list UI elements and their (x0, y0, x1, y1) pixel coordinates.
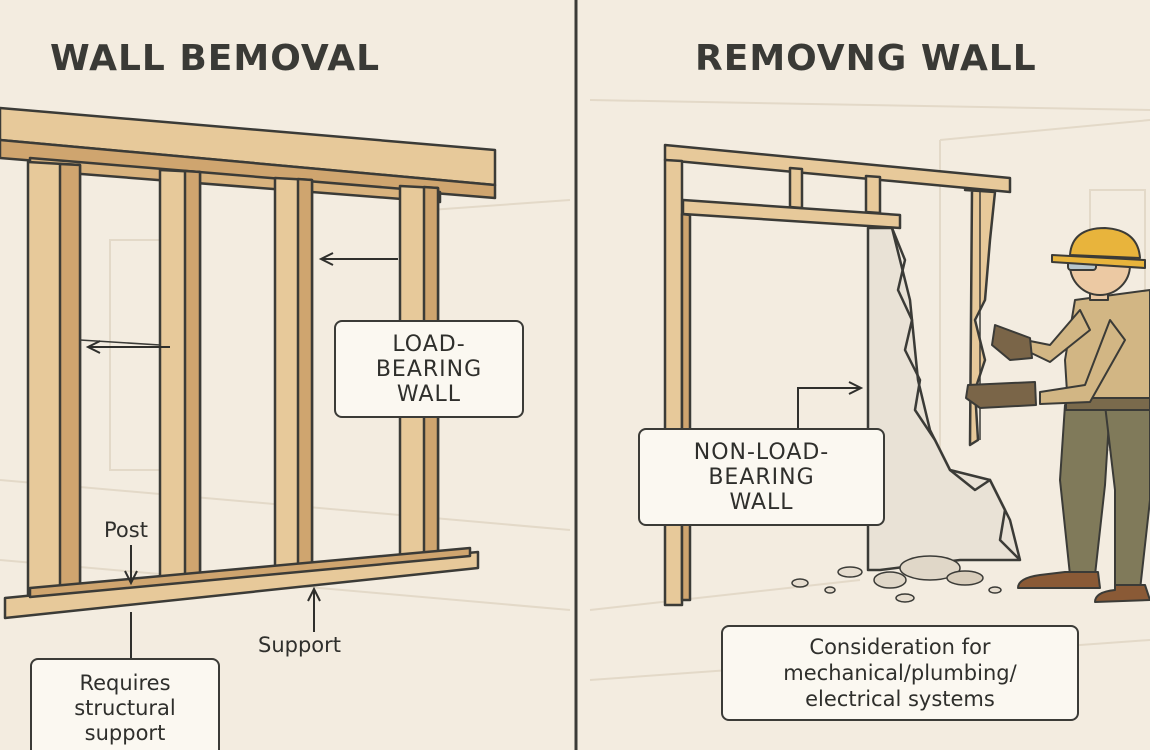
arrow-icon (124, 545, 138, 586)
arrow-icon (307, 586, 321, 632)
right-title: REMOVNG WALL (695, 38, 1037, 79)
rubble (791, 555, 1002, 603)
arrow-icon (797, 381, 864, 430)
arrow-icon (318, 252, 398, 266)
load-bearing-label: LOAD- BEARING WALL (375, 331, 483, 407)
systems-note-callout: Consideration for mechanical/plumbing/ e… (721, 625, 1079, 721)
post-label: Post (104, 518, 148, 542)
load-bearing-callout: LOAD- BEARING WALL (334, 320, 524, 418)
non-load-bearing-callout: NON-LOAD- BEARING WALL (638, 428, 885, 526)
hard-hat-worker (965, 227, 1150, 603)
arrow-icon (85, 340, 170, 354)
wall-frame-nonload (663, 143, 1022, 607)
structural-note-label: Requires structural support (74, 670, 176, 745)
left-title: WALL BEMOVAL (50, 38, 381, 79)
systems-note-label: Consideration for mechanical/plumbing/ e… (783, 635, 1017, 711)
wall-frame (0, 106, 497, 620)
non-load-bearing-label: NON-LOAD- BEARING WALL (693, 439, 830, 515)
structural-note-callout: Requires structural support (30, 658, 220, 750)
support-label: Support (258, 633, 342, 657)
